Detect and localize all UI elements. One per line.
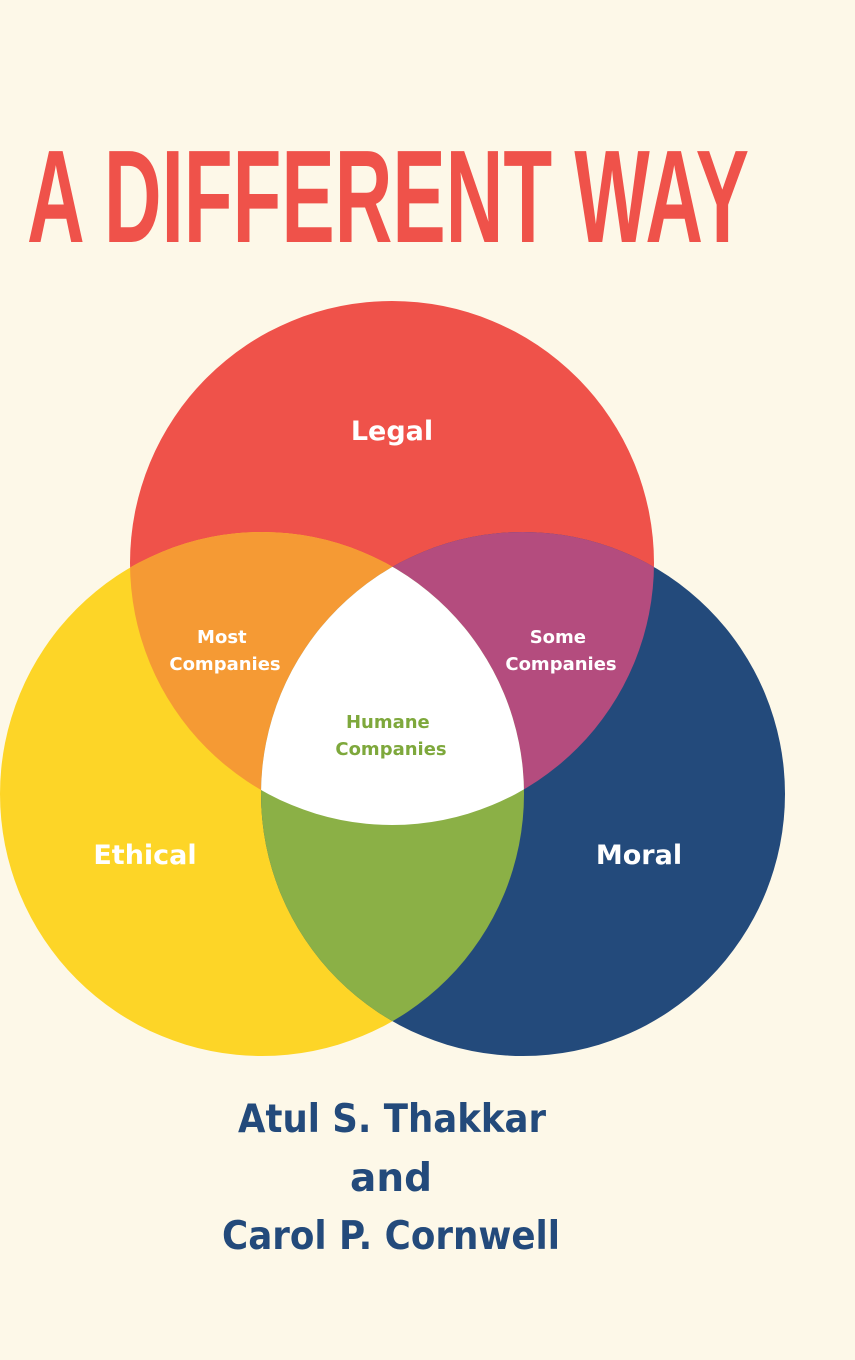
- venn-label-moral: Moral: [596, 840, 682, 871]
- venn-label-most-line1: Most: [197, 627, 247, 648]
- venn-label-humane-line1: Humane: [346, 712, 430, 733]
- venn-label-most-companies: Most Companies: [169, 627, 280, 675]
- venn-label-humane-line2: Companies: [335, 739, 446, 760]
- venn-label-most-line2: Companies: [169, 654, 280, 675]
- author-conjunction: and: [350, 1156, 432, 1201]
- venn-label-some-line1: Some: [530, 627, 586, 648]
- author-name-2: Carol P. Cornwell: [222, 1214, 560, 1259]
- venn-label-ethical: Ethical: [93, 840, 196, 871]
- venn-diagram: Legal Ethical Moral Most Companies Some …: [0, 301, 785, 1056]
- book-title: A DIFFERENT WAY: [27, 123, 749, 270]
- venn-label-some-line2: Companies: [505, 654, 616, 675]
- author-block: Atul S. Thakkar and Carol P. Cornwell: [222, 1097, 560, 1259]
- venn-label-legal: Legal: [351, 416, 433, 447]
- venn-label-some-companies: Some Companies: [505, 627, 616, 675]
- venn-label-humane-companies: Humane Companies: [335, 712, 446, 760]
- author-name-1: Atul S. Thakkar: [238, 1097, 547, 1142]
